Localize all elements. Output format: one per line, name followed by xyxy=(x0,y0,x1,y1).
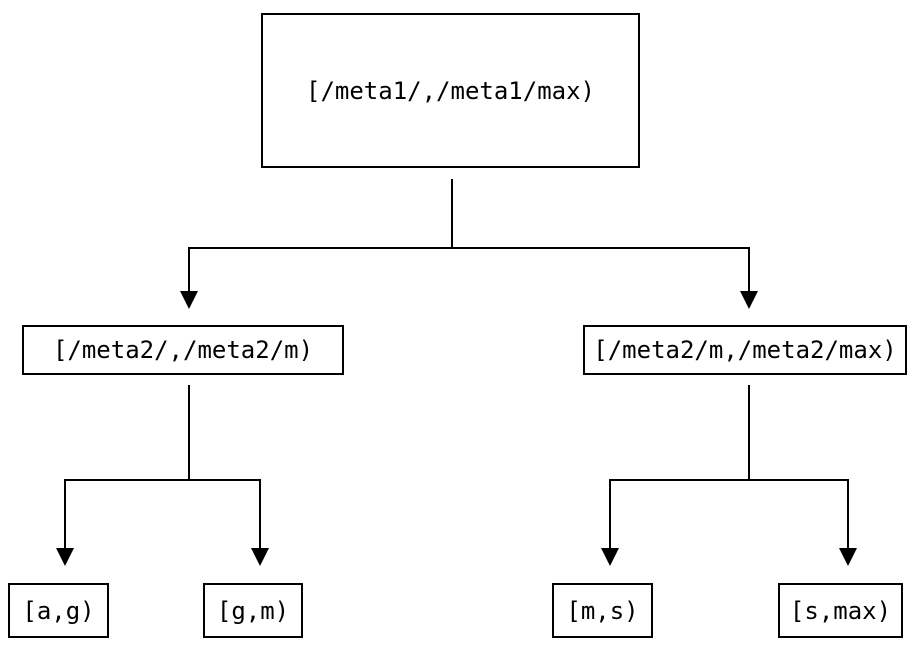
tree-node-meta2-right: [/meta2/m,/meta2/max) xyxy=(583,325,907,375)
arrowhead-down-icon xyxy=(180,291,198,309)
connector-drop-leaf-ag xyxy=(64,479,66,549)
arrowhead-down-icon xyxy=(251,548,269,566)
arrowhead-down-icon xyxy=(601,548,619,566)
connector-drop-leaf-smax xyxy=(847,479,849,549)
connector-bar-left xyxy=(64,479,261,481)
tree-node-leaf-ag: [a,g) xyxy=(8,583,109,638)
tree-node-leaf-ms: [m,s) xyxy=(552,583,653,638)
tree-node-root: [/meta1/,/meta1/max) xyxy=(261,13,640,168)
tree-node-meta2-left: [/meta2/,/meta2/m) xyxy=(22,325,344,375)
connector-bar-right xyxy=(609,479,849,481)
arrowhead-down-icon xyxy=(839,548,857,566)
arrowhead-down-icon xyxy=(56,548,74,566)
connector-bar-top xyxy=(188,247,750,249)
arrowhead-down-icon xyxy=(740,291,758,309)
connector-stem-meta2-left xyxy=(188,385,190,481)
connector-drop-leaf-gm xyxy=(259,479,261,549)
connector-drop-right xyxy=(748,247,750,292)
connector-stem-meta2-right xyxy=(748,385,750,481)
tree-node-leaf-smax: [s,max) xyxy=(778,583,903,638)
connector-stem-root xyxy=(451,179,453,248)
connector-drop-leaf-ms xyxy=(609,479,611,549)
tree-node-leaf-gm: [g,m) xyxy=(203,583,303,638)
connector-drop-left xyxy=(188,247,190,292)
